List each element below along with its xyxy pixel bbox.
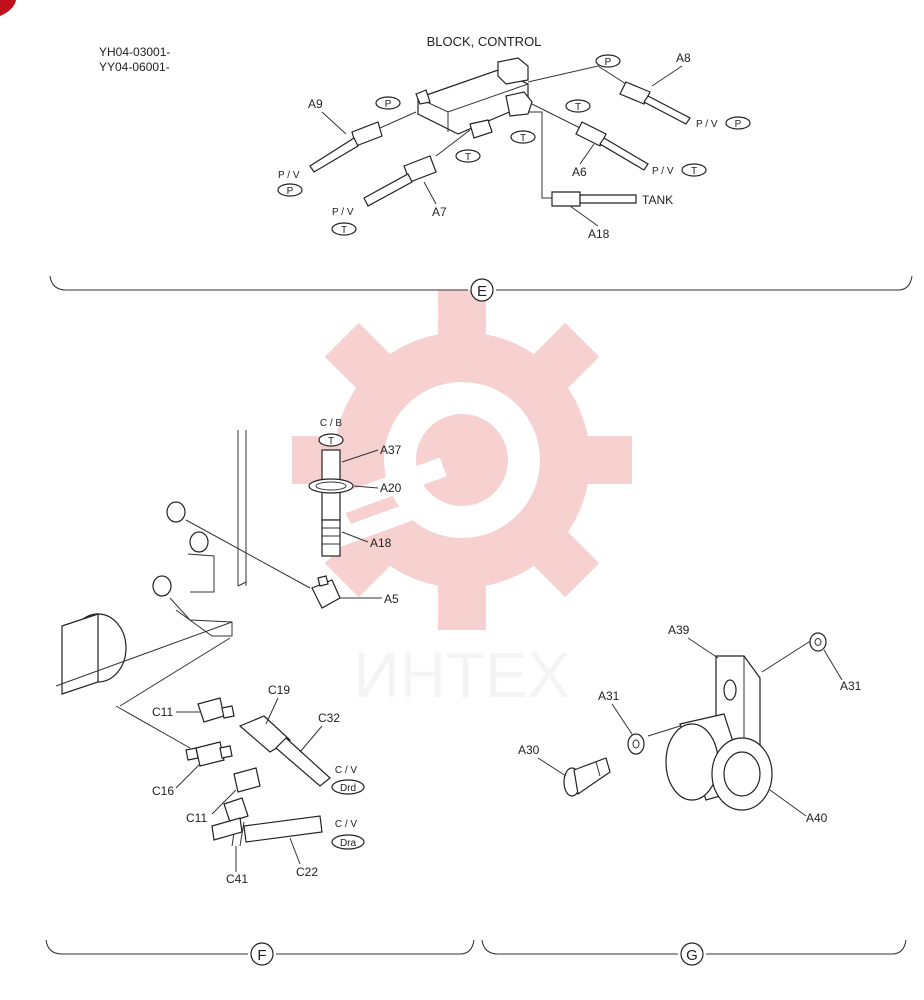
e-port-tag-p-2: P [605,57,612,68]
section-label-f: F [257,947,266,964]
pv-port-tag-t-1: T [341,225,347,236]
section-g-brace: G [481,939,907,966]
section-f-diagram [55,430,354,847]
pv-label-3: P / V [696,119,718,130]
e-port-tag-t-3: T [465,152,471,163]
cv-label-dra: C / V [335,819,358,830]
watermark-text: ИНТЕХ [354,639,571,711]
pv-port-tag-p-2: P [735,119,742,130]
section-e-diagram [309,57,691,207]
diagram-title: BLOCK, CONTROL [427,34,542,49]
part-label-f-c19: C19 [268,683,290,697]
pv-label-4: P / V [652,166,674,177]
tank-label: TANK [642,193,673,207]
part-label-e-a6: A6 [572,165,587,179]
port-tag-dra: Dra [340,838,357,849]
part-label-f-c11-bottom: C11 [186,811,207,825]
section-e-brace: E [49,275,913,302]
pv-port-tag-p-1: P [287,186,294,197]
part-label-f-c41: C41 [226,872,248,886]
part-label-e-a7: A7 [432,205,447,219]
pv-label-1: P / V [278,170,300,181]
cb-label: C / B [320,418,343,429]
model-code-1: YH04-03001- [99,45,170,59]
e-port-tag-t-2: T [520,133,526,144]
part-label-f-c32: C32 [318,711,340,725]
part-label-f-a37: A37 [380,443,402,457]
part-label-e-a18: A18 [588,227,610,241]
e-port-tag-p-1: P [385,99,392,110]
section-label-e: E [477,283,487,300]
part-label-f-a5: A5 [384,592,399,606]
pv-port-tag-t-2: T [691,166,697,177]
part-label-f-a20: A20 [380,481,402,495]
section-label-g: G [686,947,698,964]
part-label-f-c11-top: C11 [152,705,173,719]
part-label-f-c16: C16 [152,784,174,798]
section-g-diagram [563,632,827,811]
pv-label-2: P / V [332,207,354,218]
part-label-g-a30: A30 [518,743,540,757]
part-label-f-a18: A18 [370,536,392,550]
e-port-tags: P P T T T [375,54,621,163]
e-port-tag-t-1: T [575,102,581,113]
part-label-g-a31-left: A31 [598,689,620,703]
part-label-g-a31-right: A31 [840,679,862,693]
part-label-g-a39: A39 [668,623,690,637]
model-code-2: YY04-06001- [99,60,170,74]
part-label-f-c22: C22 [296,865,318,879]
cv-label-drd: C / V [335,765,358,776]
f-port-tag-t: T [328,436,334,447]
part-label-e-a9: A9 [308,97,323,111]
part-label-e-a8: A8 [676,51,691,65]
port-tag-drd: Drd [340,783,356,794]
corner-mark [0,0,16,16]
section-f-brace: F [45,939,475,966]
part-label-g-a40: A40 [806,811,828,825]
